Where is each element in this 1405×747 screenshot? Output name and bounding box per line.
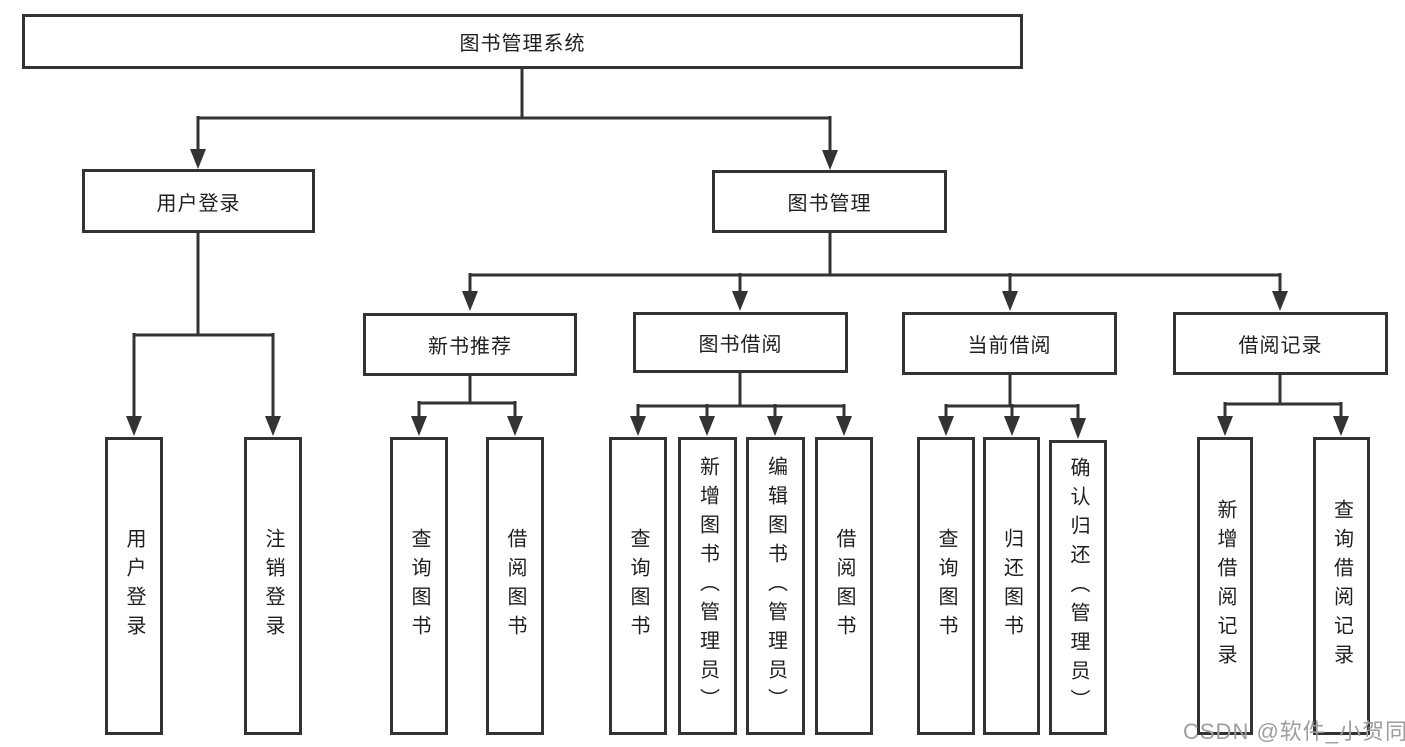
node-label: 新增借阅记录 [1214,499,1236,673]
node-library-management-system: 图书管理系统 [22,14,1023,69]
node-label: 用户登录 [123,528,145,644]
node-leaf-query-books-2: 查询图书 [609,437,667,735]
node-leaf-confirm-return-admin: 确认归还（管理员） [1049,440,1107,735]
node-label: 查询图书 [408,528,430,644]
node-user-login-branch: 用户登录 [82,169,315,233]
node-label: 确认归还（管理员） [1067,457,1089,718]
node-label: 借阅图书 [833,528,855,644]
node-new-book-recommendation: 新书推荐 [363,313,577,376]
node-leaf-return-books: 归还图书 [983,437,1040,735]
node-label: 编辑图书（管理员） [764,455,787,717]
node-book-management-branch: 图书管理 [712,170,947,233]
node-label: 归还图书 [1000,528,1023,644]
node-leaf-logout: 注销登录 [244,437,302,735]
node-label: 借阅图书 [504,528,526,644]
node-leaf-query-books-1: 查询图书 [390,437,448,735]
node-leaf-add-books-admin: 新增图书（管理员） [678,437,737,735]
node-borrowing-records: 借阅记录 [1173,312,1388,375]
node-label: 查询图书 [935,528,957,644]
node-leaf-edit-books-admin: 编辑图书（管理员） [746,437,805,735]
node-book-borrowing: 图书借阅 [633,312,848,373]
node-leaf-query-borrow-record: 查询借阅记录 [1313,437,1370,735]
node-label: 查询图书 [627,528,649,644]
node-leaf-borrow-books-2: 借阅图书 [815,437,873,735]
node-leaf-add-borrow-record: 新增借阅记录 [1197,437,1253,735]
node-current-borrowing: 当前借阅 [902,312,1117,375]
csdn-watermark: CSDN @软件_小贺同学 [1183,719,1405,744]
node-label: 新增图书（管理员） [696,455,719,717]
node-leaf-query-books-3: 查询图书 [917,437,975,735]
node-leaf-borrow-books-1: 借阅图书 [486,437,544,735]
node-label: 注销登录 [262,528,284,644]
node-label: 查询借阅记录 [1330,499,1353,673]
node-leaf-user-login: 用户登录 [105,437,163,735]
